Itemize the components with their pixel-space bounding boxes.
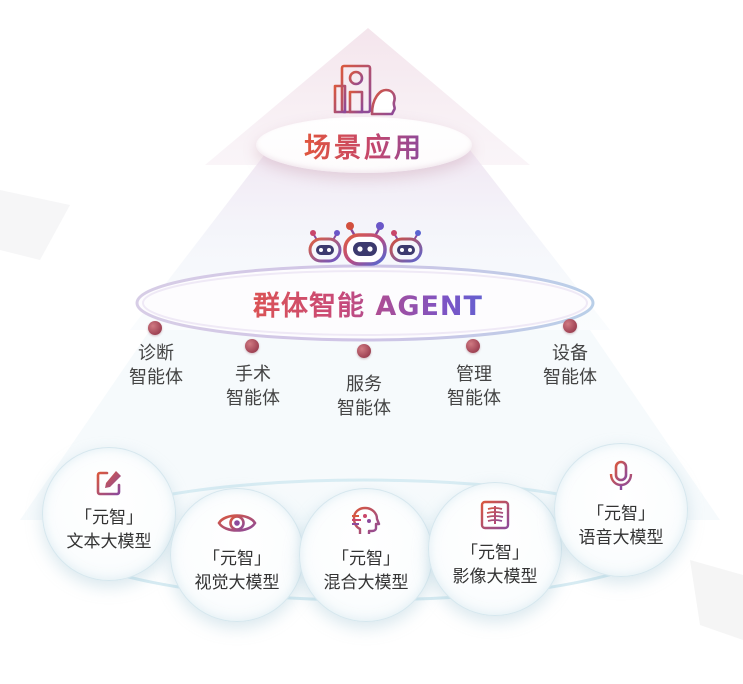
agent-label-line1: 手术 [235,364,271,385]
agent-label-management: 管理 智能体 [429,363,519,411]
robot-icon-center [343,222,387,266]
model-card-vision[interactable]: 「元智」 视觉大模型 [170,488,304,622]
model-brand: 「元智」 [75,508,143,528]
model-brand: 「元智」 [461,543,529,563]
agent-label-line2: 智能体 [543,367,597,388]
xray-icon [480,500,510,530]
agent-label-line1: 设备 [552,343,588,364]
agent-label-line2: 智能体 [129,367,183,388]
model-name: 文本大模型 [66,532,152,552]
agent-node-service [357,344,371,358]
robot-icon-left [308,230,342,263]
model-name: 混合大模型 [323,573,409,593]
agent-node-device [563,319,577,333]
model-text: 「元智」 影像大模型 [429,541,561,589]
eye-icon [217,514,257,532]
agent-label-line2: 智能体 [226,388,280,409]
agent-label-diagnosis: 诊断 智能体 [111,342,201,390]
model-brand: 「元智」 [332,549,400,569]
edit-icon [96,471,121,496]
agent-label-device: 设备 智能体 [525,342,615,390]
model-text: 「元智」 视觉大模型 [171,547,303,595]
model-name: 语音大模型 [578,528,664,548]
model-brand: 「元智」 [587,504,655,524]
agent-node-management [466,339,480,353]
model-text: 「元智」 语音大模型 [555,502,687,550]
model-card-imaging[interactable]: 「元智」 影像大模型 [428,482,562,616]
model-card-speech[interactable]: 「元智」 语音大模型 [554,443,688,577]
agent-node-surgery [245,339,259,353]
model-card-hybrid[interactable]: 「元智」 混合大模型 [299,488,433,622]
agent-label-line1: 诊断 [138,343,174,364]
model-text: 「元智」 文本大模型 [43,506,175,554]
scene-title: 场景应用 [304,126,424,165]
hospital-person-icon [333,64,396,116]
robot-icon-right [389,230,423,263]
model-name: 视觉大模型 [194,573,280,593]
agent-label-surgery: 手术 智能体 [208,363,298,411]
microphone-icon [609,460,633,490]
model-text: 「元智」 混合大模型 [300,547,432,595]
agent-label-line2: 智能体 [447,388,501,409]
agent-label-service: 服务 智能体 [319,373,409,421]
model-brand: 「元智」 [203,549,271,569]
agent-node-diagnosis [148,321,162,335]
agent-label-line1: 管理 [456,364,492,385]
ai-head-icon [352,506,381,534]
model-card-text[interactable]: 「元智」 文本大模型 [42,447,176,581]
model-name: 影像大模型 [452,567,538,587]
agent-title: 群体智能 AGENT [188,284,548,323]
agent-label-line1: 服务 [346,374,382,395]
scene-application-pill: 场景应用 [256,117,472,173]
agent-label-line2: 智能体 [337,398,391,419]
